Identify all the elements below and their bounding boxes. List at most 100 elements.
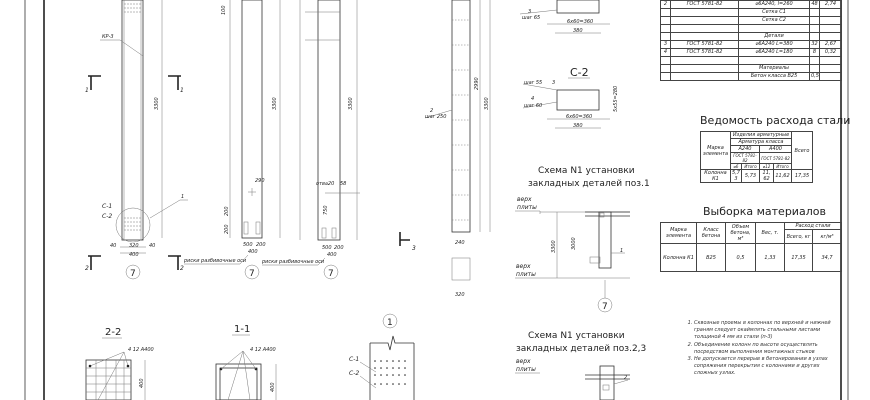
spec-row: Сетка С1 — [660, 8, 842, 17]
step-label: шаг 65 — [522, 15, 540, 21]
spec-cell-name: Материалы — [738, 64, 810, 73]
axis-note: риски разбивочные оси — [183, 258, 247, 264]
table-cell: 5,73 — [730, 169, 742, 183]
table-cell: 11,62 — [772, 169, 793, 183]
position-label: 2 — [624, 375, 627, 381]
dim-text: 3300 — [484, 97, 490, 110]
spec-cell-mass — [819, 24, 842, 33]
axis-label: 7 — [602, 302, 608, 312]
spec-cell-qty — [809, 56, 820, 65]
level-label: плиты — [516, 366, 536, 373]
table-header: Объем бетона, м³ — [725, 222, 756, 244]
table-header: Вес, т. — [755, 222, 785, 244]
dim-text: 2990 — [474, 77, 480, 90]
dim-text: 200 — [224, 206, 230, 216]
table-header: Марка элемента — [700, 131, 731, 170]
section-1-1: 1-1 4 12 А400 400 — [215, 324, 277, 400]
table-header: Арматура класса — [729, 138, 793, 146]
table-header: А400 — [758, 145, 793, 153]
mesh-c1-label: С-1 — [102, 203, 112, 210]
section-2-2: 2-2 4 12 А400 400 — [85, 327, 154, 400]
table-cell: В25 — [696, 243, 726, 272]
spec-cell-mass — [819, 32, 842, 41]
spec-cell-name — [738, 56, 810, 65]
spec-row — [660, 24, 842, 33]
spec-cell-qty — [809, 16, 820, 25]
position-label: 3 — [528, 9, 531, 15]
spec-cell-mass — [819, 16, 842, 25]
step-label: шаг 55 — [524, 80, 542, 86]
spec-cell-pos — [660, 64, 671, 73]
spec-cell-qty: 32 — [809, 40, 820, 49]
column-elevation: 3300 КР-3 С-1 С-2 1 40 320 40 400 7 1 1 … — [85, 0, 188, 280]
dim-text: 400 — [270, 382, 276, 392]
spec-cell-doc — [670, 32, 739, 41]
dim-text: 5х55=280 — [613, 86, 619, 112]
spec-cell-pos — [660, 16, 671, 25]
mesh-c2-label: С-2 — [349, 370, 359, 377]
level-label: верх — [516, 358, 531, 365]
step-label: шаг 60 — [524, 103, 542, 109]
position-label: 2 — [430, 108, 433, 114]
dim-text: 320 — [455, 292, 465, 298]
spec-cell-name: Детали — [738, 32, 810, 41]
level-label: верх — [517, 196, 532, 203]
spec-cell-mass — [819, 64, 842, 73]
spec-cell-doc — [670, 16, 739, 25]
dim-text: 200 — [224, 224, 230, 234]
dim-text: 400 — [327, 252, 337, 258]
position-label: 1 — [181, 194, 184, 200]
spec-cell-doc — [670, 8, 739, 17]
embedded-parts-scheme-1: Схема N1 установки закладных деталей поз… — [515, 166, 650, 313]
table-header: ГОСТ 5781-82 — [730, 152, 760, 164]
materials-table-title: Выборка материалов — [703, 205, 826, 218]
dim-text: 40 — [149, 243, 155, 249]
section-mark-2: 2 — [180, 265, 184, 272]
table-header: Класс бетона — [696, 222, 726, 244]
steel-table-title: Ведомость расхода стали — [700, 114, 850, 127]
step-label: шаг 250 — [425, 114, 446, 120]
spec-cell-pos — [660, 32, 671, 41]
steel-consumption-table: Марка элемента Изделия арматурные Всего … — [700, 131, 814, 183]
spec-cell-name: ⌀6А240 L=180 — [738, 48, 810, 57]
opening-label: отв⌀20 — [316, 181, 334, 187]
spec-cell-doc: ГОСТ 5781-82 — [670, 48, 739, 57]
spec-row: Сетка С2 — [660, 16, 842, 25]
section-mark-1: 1 — [85, 87, 89, 94]
table-cell: 17,35 — [784, 243, 813, 272]
height-dim: 3300 — [154, 97, 160, 110]
spec-row — [660, 56, 842, 65]
table-header: Итого — [772, 163, 793, 170]
axis-note: риски разбивочные оси — [261, 259, 325, 265]
dim-text: 380 — [573, 123, 583, 129]
height-dim: 3300 — [272, 97, 278, 110]
spec-cell-doc — [670, 24, 739, 33]
section-title: 1-1 — [234, 324, 250, 335]
spec-cell-doc: ГОСТ 5781-82 — [670, 0, 739, 9]
materials-table: Марка элемента Класс бетона Объем бетона… — [660, 222, 843, 272]
dim-text: 400 — [129, 252, 139, 258]
table-header: Расход стали — [783, 222, 843, 230]
scheme-title: Схема N1 установки — [528, 331, 625, 341]
dim-text: 380 — [573, 28, 583, 34]
axis-label: 7 — [249, 269, 255, 279]
spec-cell-mass — [819, 8, 842, 17]
table-cell: 34,7 — [811, 243, 843, 272]
spec-cell-name: ⌀6А240, l=260 — [738, 0, 810, 9]
table-cell: Колонна К1 — [660, 243, 697, 272]
table-header: Всего, кг — [784, 229, 813, 244]
table-header: А240 — [730, 145, 760, 153]
spec-cell-pos: 3 — [660, 40, 671, 49]
table-cell: 17,35 — [791, 169, 814, 183]
table-cell: Колонна К1 — [700, 169, 731, 183]
spec-cell-mass: 2,67 — [819, 40, 842, 49]
spec-row: Детали — [660, 32, 842, 41]
embedded-parts-scheme-2: Схема N1 установки закладных деталей поз… — [515, 331, 646, 400]
bar-label: КР-3 — [102, 34, 114, 40]
table-header: Марка элемента — [660, 222, 697, 244]
spec-row: Материалы — [660, 64, 842, 73]
spec-cell-mass: 0,32 — [819, 48, 842, 57]
